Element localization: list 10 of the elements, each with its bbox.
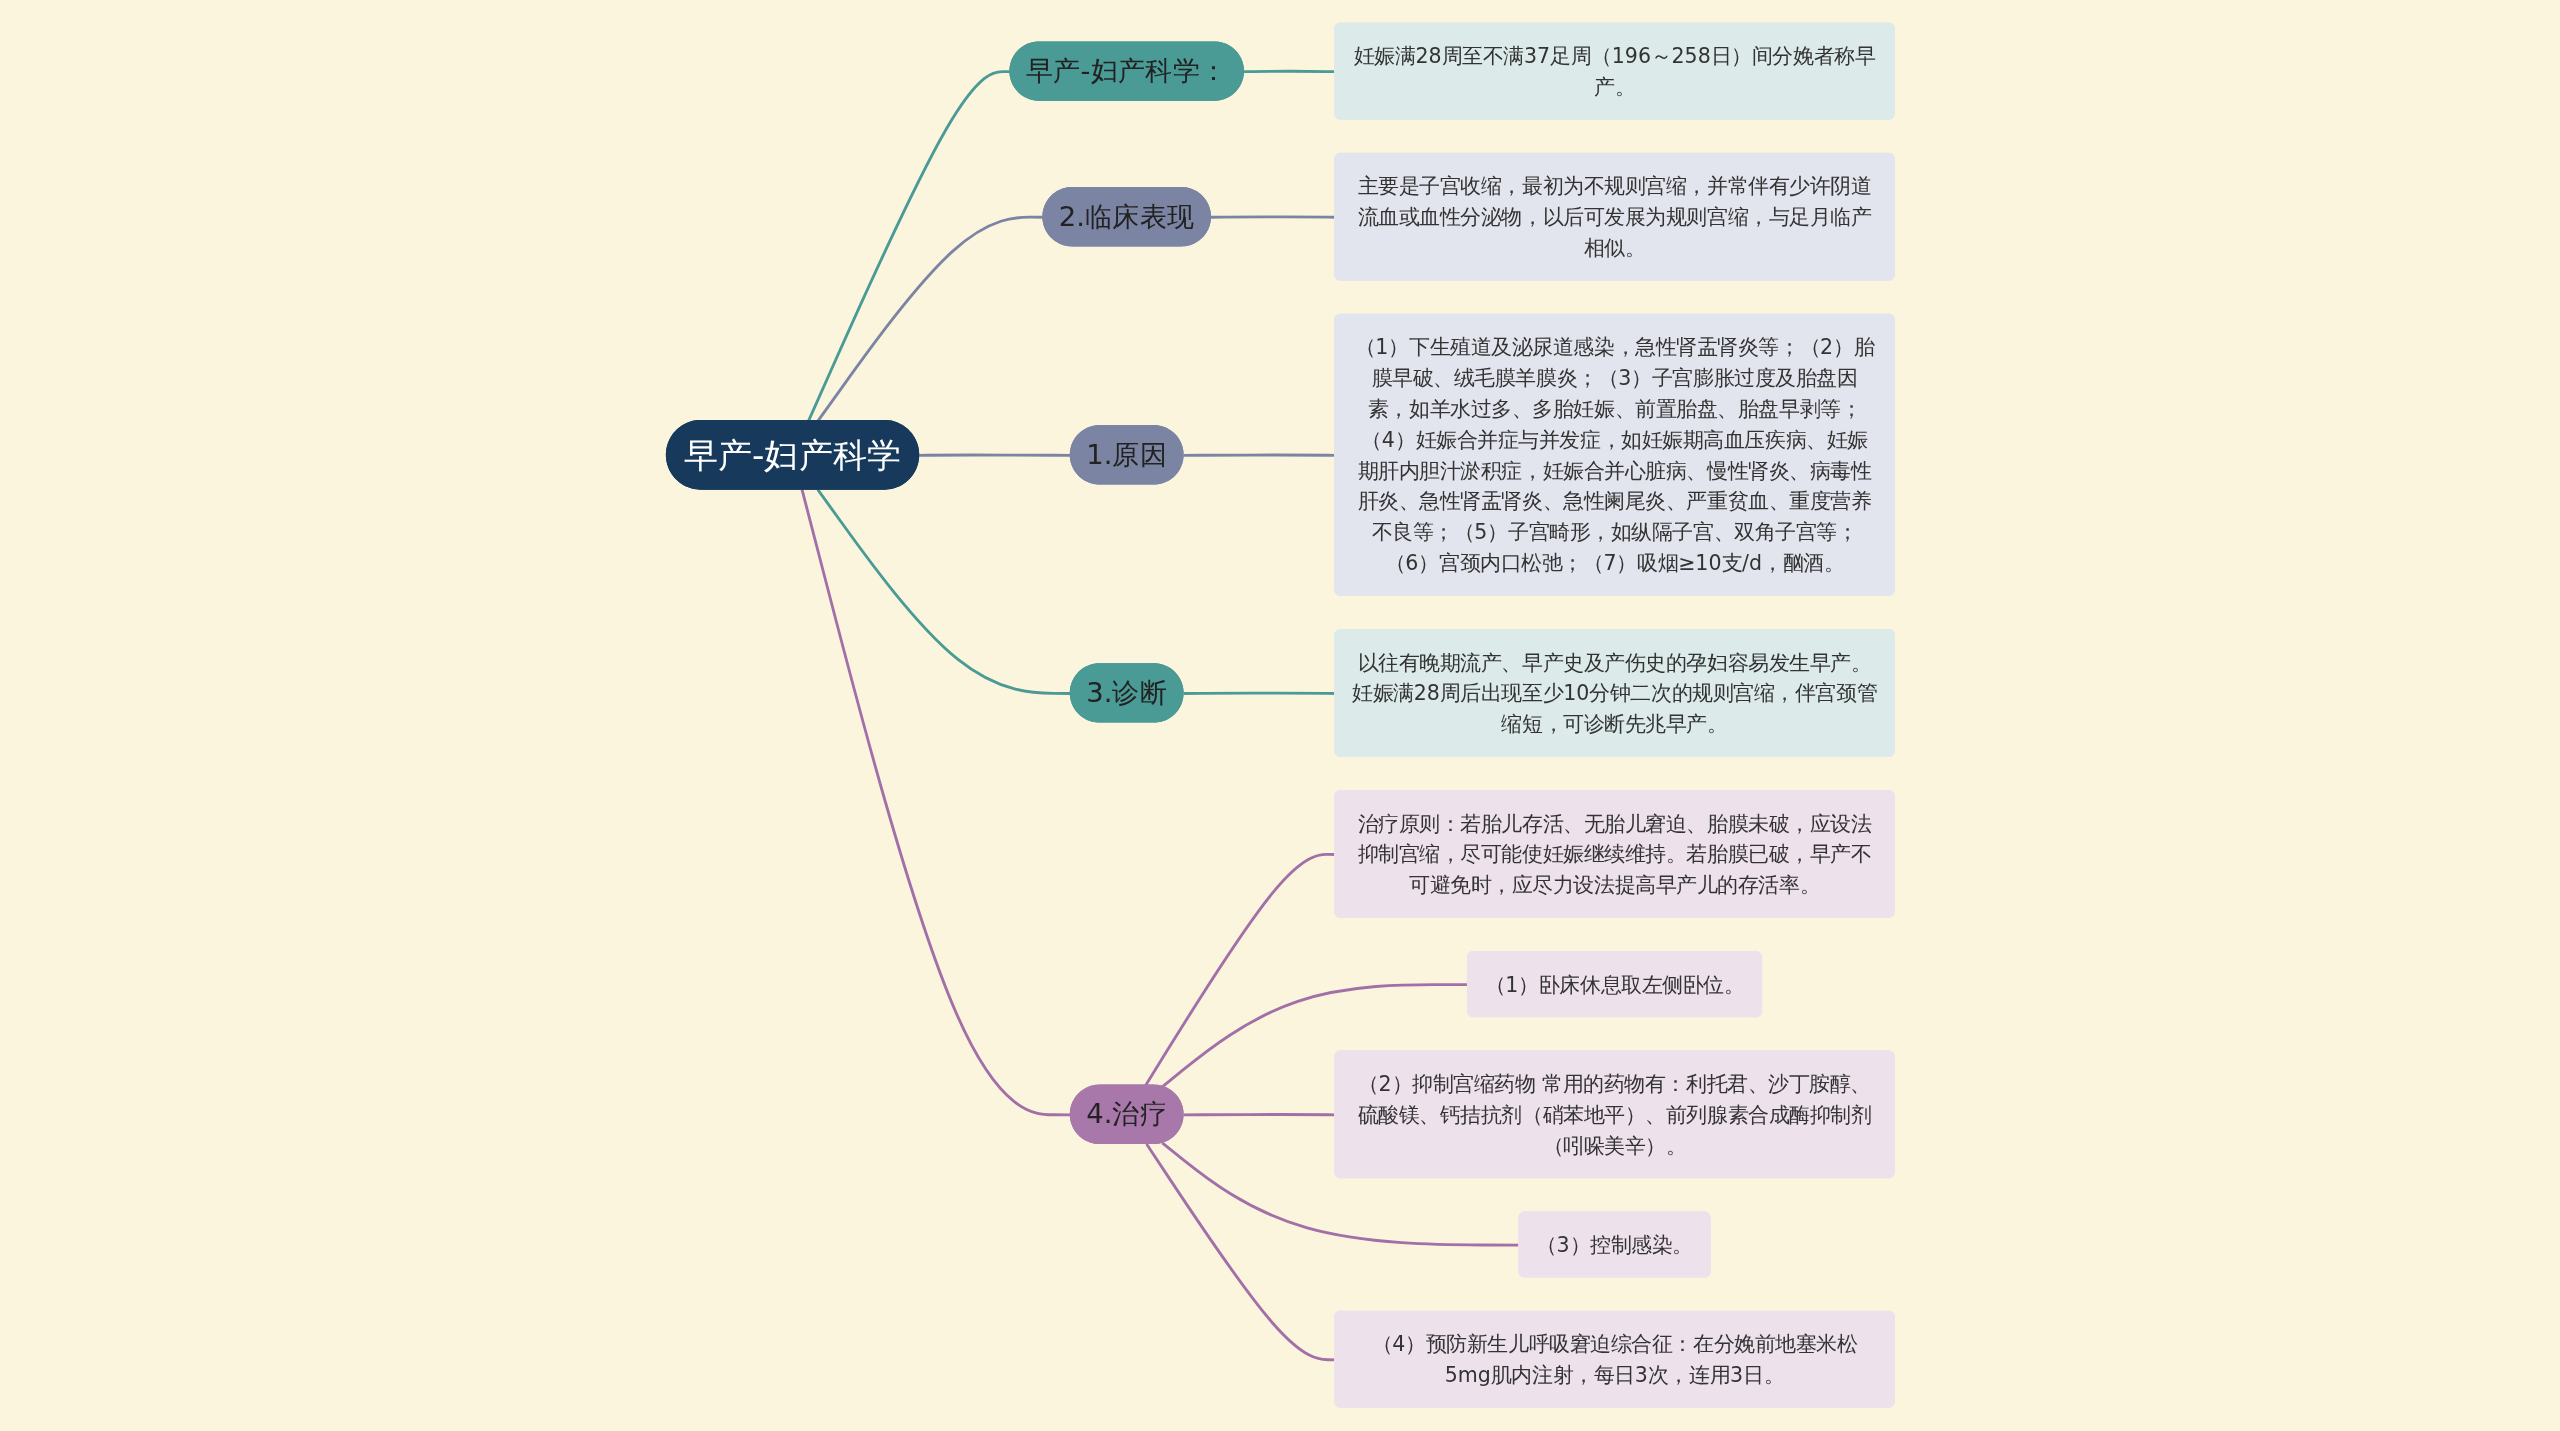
connector xyxy=(1183,692,1335,696)
connector xyxy=(1144,1143,1335,1362)
connector xyxy=(1143,853,1335,1087)
connector xyxy=(1210,215,1335,219)
connector xyxy=(1183,453,1335,458)
connector xyxy=(1183,1113,1335,1117)
connector xyxy=(1160,983,1468,1089)
connector xyxy=(800,489,1071,1117)
connector xyxy=(918,453,1071,458)
connector xyxy=(1243,70,1335,74)
